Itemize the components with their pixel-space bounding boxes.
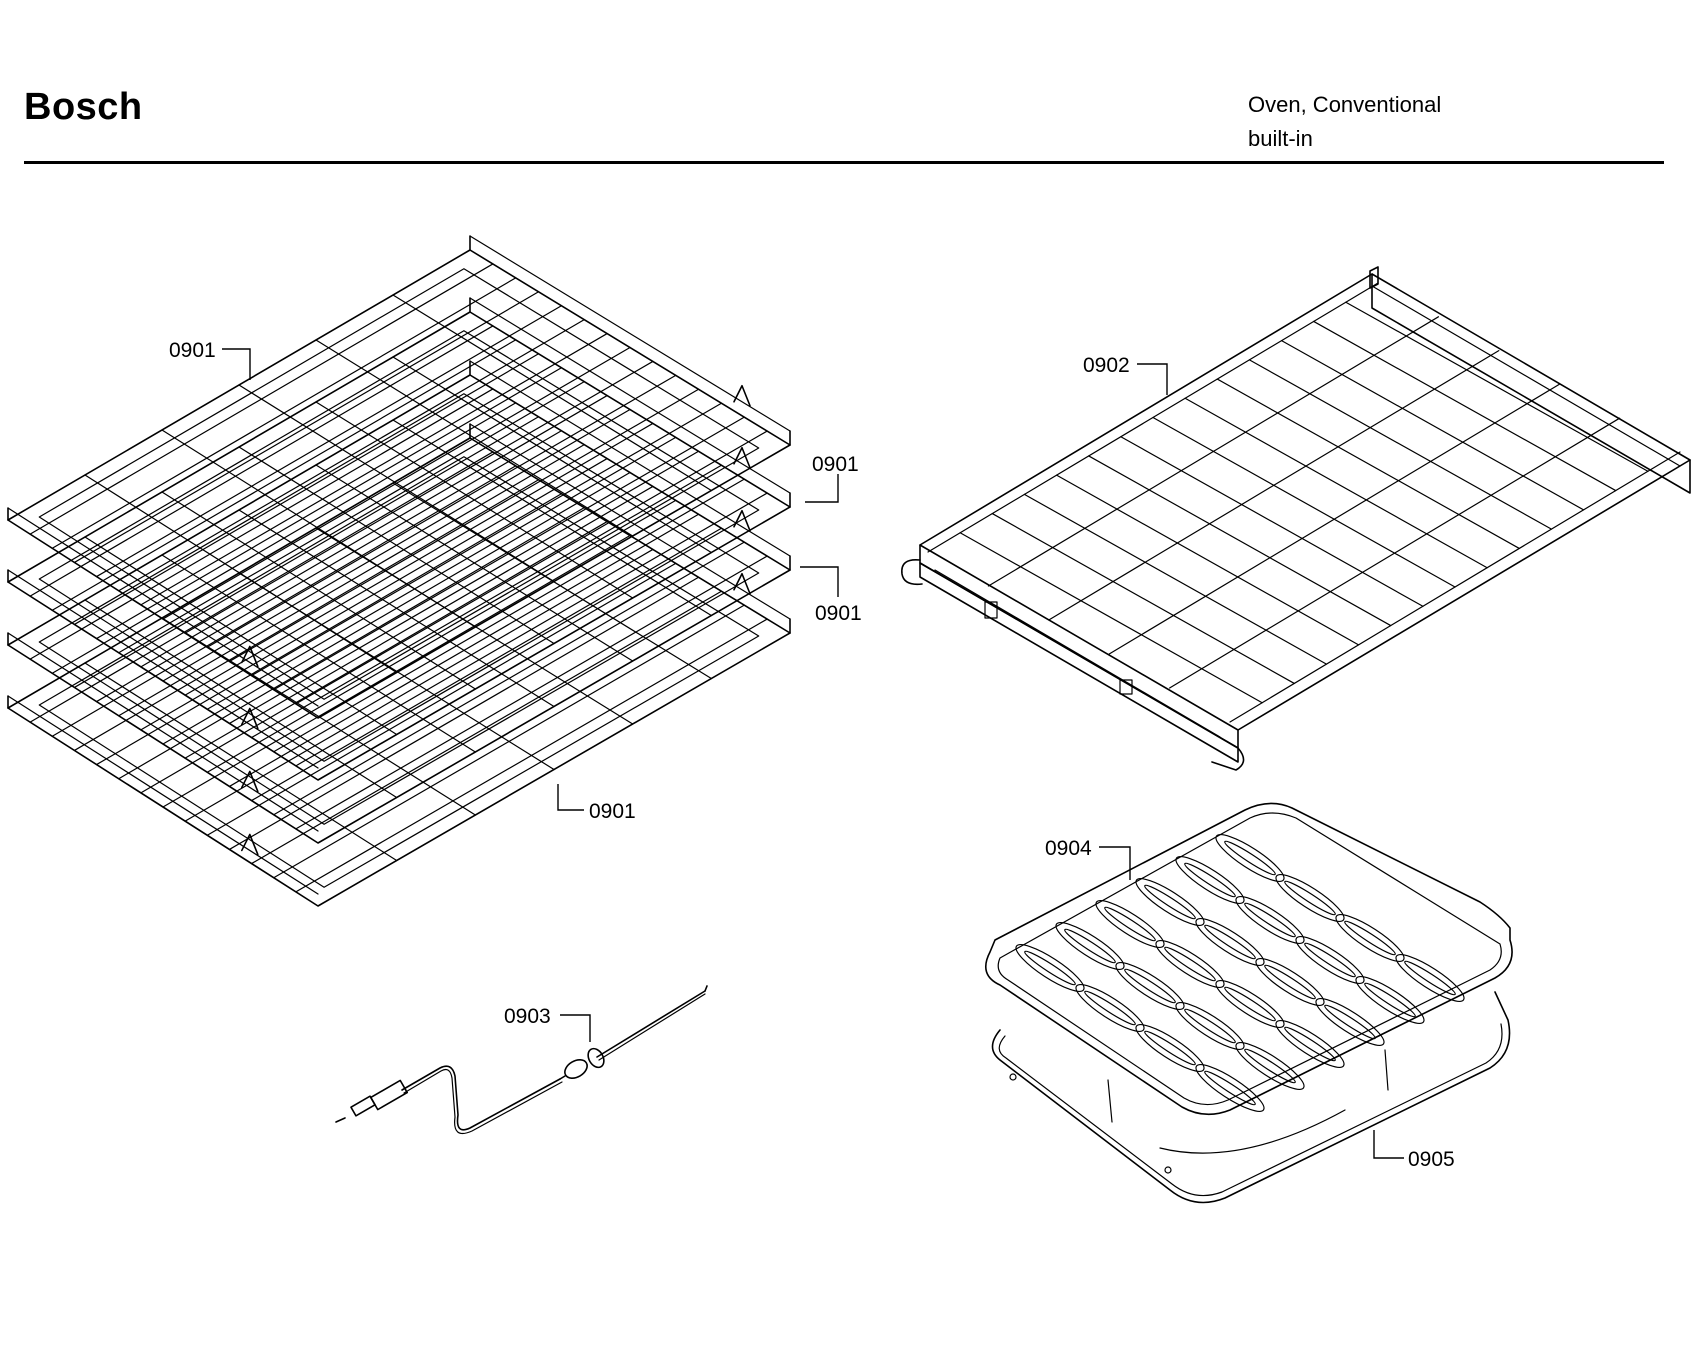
product-subtype: built-in — [1248, 126, 1313, 151]
callout-meat-probe: 0903 — [504, 1005, 551, 1028]
meat-probe — [335, 985, 708, 1135]
product-description: Oven, Conventional built-in — [1248, 88, 1441, 156]
brand-logo-text: Bosch — [24, 86, 143, 128]
callout-telescopic-rack: 0902 — [1083, 354, 1130, 377]
leader-lines — [222, 348, 1404, 1159]
callout-broil-pan: 0905 — [1408, 1148, 1455, 1171]
callout-rack-2: 0901 — [812, 453, 859, 476]
broil-pan-set — [984, 802, 1513, 1204]
callout-rack-3: 0901 — [815, 602, 862, 625]
wire-rack-bottom — [7, 423, 791, 907]
callout-rack-top: 0901 — [169, 339, 216, 362]
header-divider — [24, 161, 1664, 164]
callout-broil-grid: 0904 — [1045, 837, 1092, 860]
callout-rack-bottom: 0901 — [589, 800, 636, 823]
product-type: Oven, Conventional — [1248, 92, 1442, 117]
wire-rack-top — [7, 235, 791, 719]
telescopic-rack — [901, 266, 1691, 771]
wire-rack-stack — [7, 235, 791, 907]
